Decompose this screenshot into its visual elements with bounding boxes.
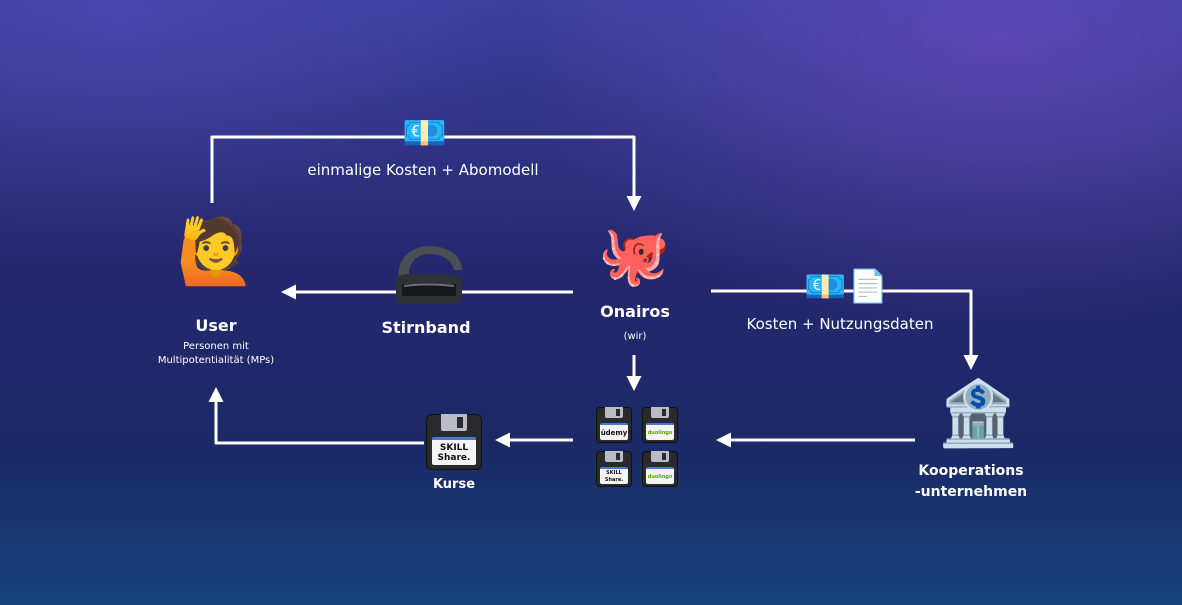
course-skillshare-label-2: Share. bbox=[604, 477, 624, 483]
kurse-to-user-arrow bbox=[208, 387, 424, 445]
floppy-disk-icon: SKILL Share. bbox=[426, 414, 482, 470]
onairos-subtitle: (wir) bbox=[623, 331, 647, 342]
right-flow-label: Kosten + Nutzungsdaten bbox=[746, 315, 934, 333]
course-skillshare-label: SKILL Share. bbox=[600, 467, 628, 484]
user-subtitle: Personen mit Multipotentialität (MPs) bbox=[158, 340, 274, 368]
kooperation-title: Kooperations -unternehmen bbox=[915, 461, 1027, 503]
course-duolingo-2-floppy-icon: duolingo bbox=[642, 451, 678, 487]
euro-banknote-icon: 💶 bbox=[804, 267, 847, 307]
document-icon: 📄 bbox=[848, 267, 888, 305]
kurse-plate-text-2: Share. bbox=[437, 453, 471, 463]
octopus-icon: 🐙 bbox=[598, 221, 671, 289]
course-udemy-floppy-icon: ūdemy bbox=[596, 407, 632, 443]
course-udemy-label: ūdemy bbox=[600, 423, 628, 440]
course-duolingo-2-label: duolingo bbox=[646, 467, 674, 484]
course-skillshare-label-1: SKILL bbox=[606, 470, 622, 476]
top-flow-label: einmalige Kosten + Abomodell bbox=[307, 161, 539, 179]
course-duolingo-floppy-icon: duolingo bbox=[642, 407, 678, 443]
euro-banknote-icon: 💶 bbox=[402, 113, 447, 154]
top-flow-arrow bbox=[210, 135, 642, 211]
user-subtitle-line-2: Multipotentialität (MPs) bbox=[157, 355, 275, 366]
person-raising-hand-icon: 🙋 bbox=[176, 215, 256, 289]
vr-headband-icon bbox=[396, 246, 462, 304]
onairos-title: Onairos bbox=[600, 302, 670, 321]
course-skillshare-floppy-icon: SKILL Share. bbox=[596, 451, 632, 487]
onairos-to-kooperation-arrow bbox=[711, 289, 979, 370]
stirnband-title: Stirnband bbox=[381, 318, 471, 337]
kooperation-title-line-2: -unternehmen bbox=[914, 484, 1028, 500]
kurse-title: Kurse bbox=[432, 477, 476, 492]
course-duolingo-label: duolingo bbox=[646, 423, 674, 440]
kooperation-title-line-1: Kooperations bbox=[918, 463, 1024, 479]
bank-icon: 🏦 bbox=[938, 377, 1018, 451]
kurse-plate: SKILL Share. bbox=[432, 437, 476, 465]
kurse-plate-text-1: SKILL bbox=[439, 443, 469, 453]
user-subtitle-line-1: Personen mit bbox=[183, 341, 249, 352]
user-title: User bbox=[195, 316, 237, 335]
